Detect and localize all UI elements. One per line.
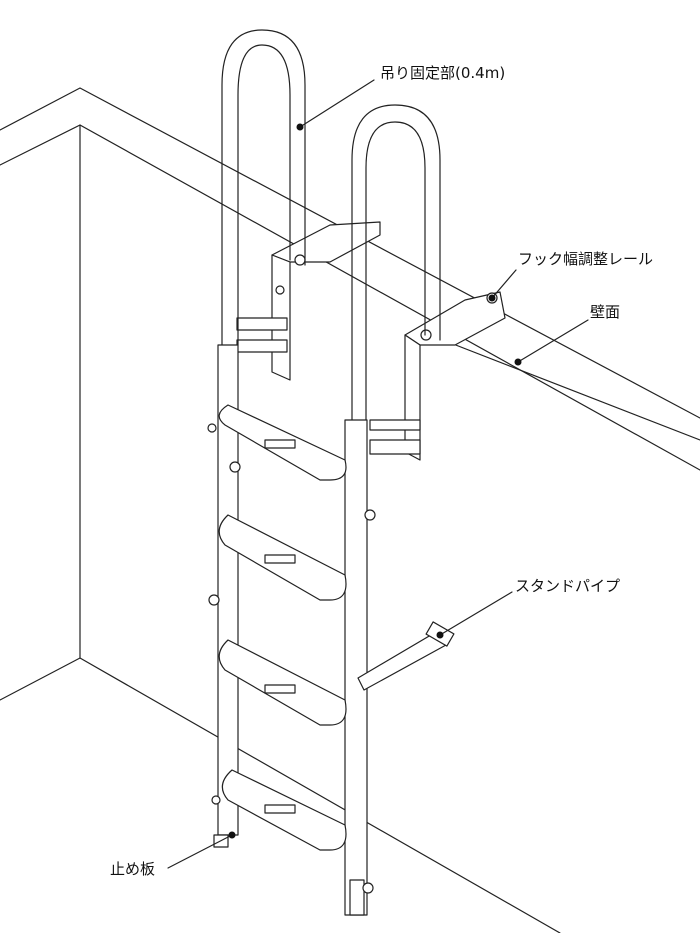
ladder-steps <box>218 404 347 851</box>
label-wall-surface: 壁面 <box>590 303 621 321</box>
handrail-left <box>221 29 306 346</box>
hook-bracket <box>236 221 506 461</box>
handrail-right <box>351 104 441 421</box>
leader-dots <box>228 123 522 839</box>
label-hook-width-rail: フック幅調整レール <box>518 250 654 268</box>
bolts <box>207 423 376 894</box>
label-hanging-fixture: 吊り固定部(0.4m) <box>380 64 506 82</box>
leader-lines <box>167 79 589 869</box>
label-stand-pipe: スタンドパイプ <box>515 577 621 595</box>
label-stopper-plate: 止め板 <box>110 860 156 878</box>
